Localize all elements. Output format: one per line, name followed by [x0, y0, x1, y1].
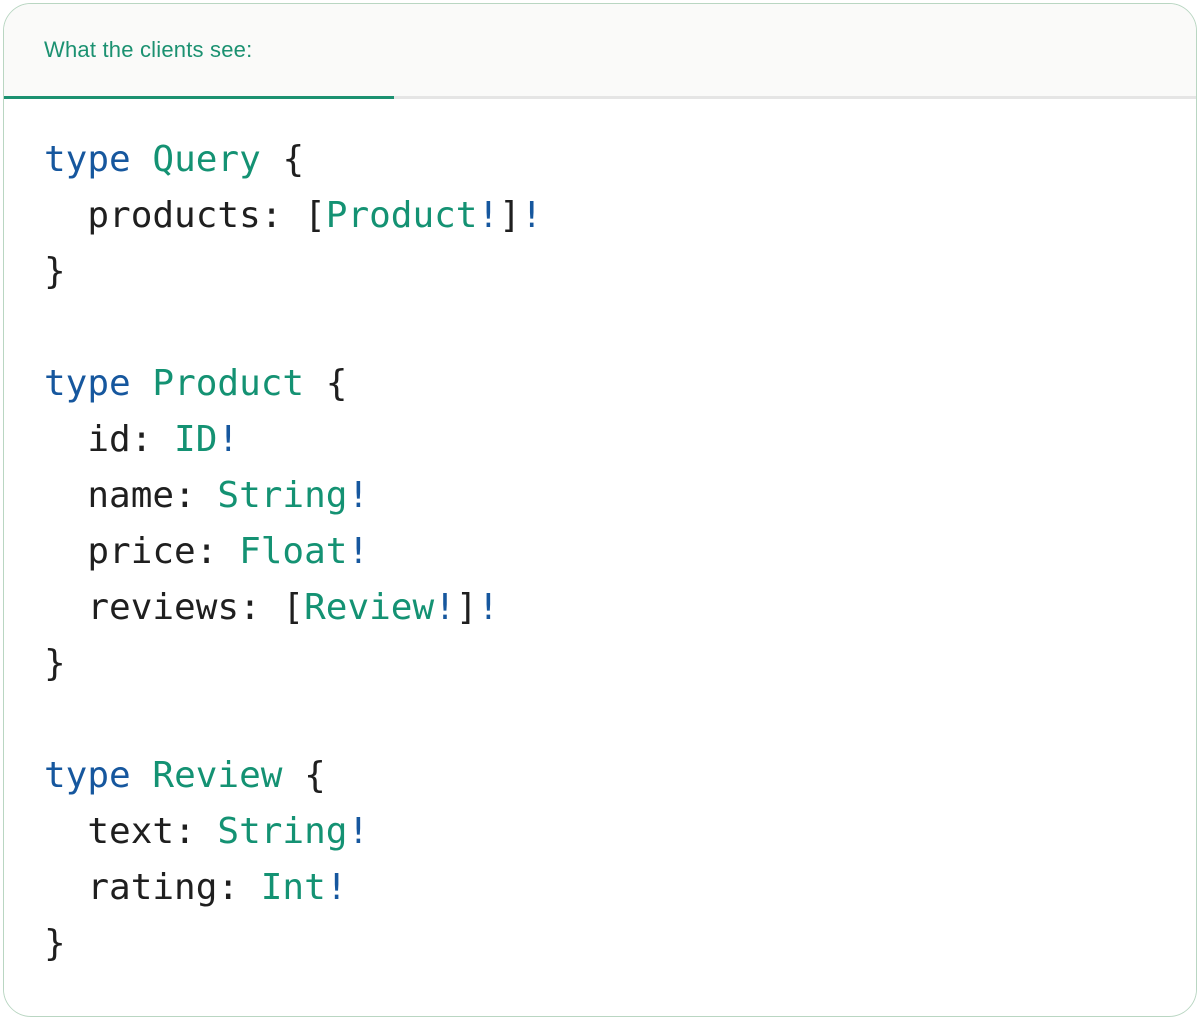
- code-token: }: [44, 643, 66, 684]
- code-token: Review: [152, 755, 283, 796]
- schema-card: What the clients see: type Query { produ…: [3, 3, 1197, 1017]
- code-token: String: [217, 811, 348, 852]
- code-token: Float: [239, 531, 348, 572]
- code-token: name:: [44, 475, 218, 516]
- code-token: price:: [44, 531, 240, 572]
- code-token: type: [44, 363, 131, 404]
- code-line: type Query {: [44, 132, 1156, 188]
- code-token: rating:: [44, 867, 261, 908]
- tab-bar: What the clients see:: [4, 4, 1196, 99]
- code-token: ]: [499, 195, 521, 236]
- code-line: reviews: [Review!]!: [44, 580, 1156, 636]
- code-token: Product: [152, 363, 305, 404]
- code-token: !: [347, 475, 370, 516]
- code-token: }: [44, 251, 66, 292]
- code-token: !: [325, 867, 348, 908]
- code-token: String: [217, 475, 348, 516]
- code-token: }: [44, 923, 66, 964]
- code-line: }: [44, 636, 1156, 692]
- sdl-code-block: type Query { products: [Product!]!} type…: [4, 99, 1196, 1012]
- code-line: price: Float!: [44, 524, 1156, 580]
- code-token: !: [347, 811, 370, 852]
- code-token: products: [: [44, 195, 326, 236]
- code-token: !: [347, 531, 370, 572]
- code-token: ID: [174, 419, 218, 460]
- code-token: type: [44, 755, 131, 796]
- code-token: text:: [44, 811, 218, 852]
- code-line: type Product {: [44, 356, 1156, 412]
- code-token: {: [282, 755, 326, 796]
- code-token: Query: [152, 139, 261, 180]
- code-line: id: ID!: [44, 412, 1156, 468]
- code-token: {: [260, 139, 305, 180]
- code-token: !: [477, 195, 500, 236]
- code-token: [131, 139, 153, 180]
- code-line: }: [44, 244, 1156, 300]
- code-token: Product: [325, 195, 478, 236]
- code-token: !: [434, 587, 456, 628]
- code-line: products: [Product!]!: [44, 188, 1156, 244]
- code-token: [131, 363, 153, 404]
- code-token: id:: [44, 419, 175, 460]
- code-line: text: String!: [44, 804, 1156, 860]
- code-token: !: [520, 195, 543, 236]
- code-token: !: [217, 419, 240, 460]
- code-line: type Review {: [44, 748, 1156, 804]
- code-line: }: [44, 916, 1156, 972]
- code-line: rating: Int!: [44, 860, 1156, 916]
- code-token: Review: [304, 587, 435, 628]
- code-line: name: String!: [44, 468, 1156, 524]
- code-token: type: [44, 139, 131, 180]
- code-token: [131, 755, 153, 796]
- code-line: [44, 692, 1156, 748]
- code-token: {: [304, 363, 348, 404]
- code-token: reviews: [: [44, 587, 305, 628]
- code-token: ]: [455, 587, 478, 628]
- code-line: [44, 300, 1156, 356]
- code-token: Int: [260, 867, 326, 908]
- tab-label: What the clients see:: [44, 37, 253, 62]
- code-token: !: [477, 587, 500, 628]
- tab-what-clients-see[interactable]: What the clients see:: [4, 4, 394, 99]
